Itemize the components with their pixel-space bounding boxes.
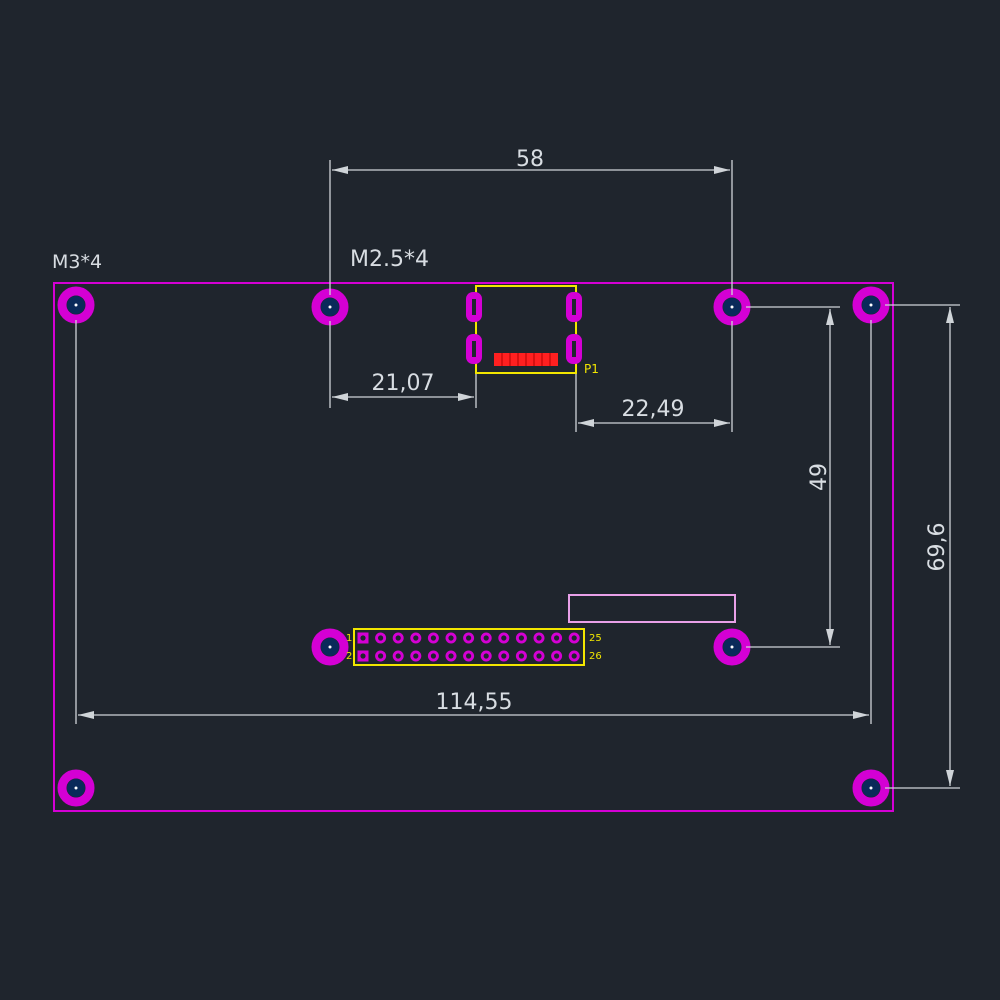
header-pin-hole [466,635,472,641]
board-outline [53,282,894,812]
dim-inner-height-value: 49 [807,463,832,491]
pin-label-1: 1 [346,633,352,644]
header-pin-hole [378,635,384,641]
header-pin-hole [501,653,507,659]
m25-label: M2.5*4 [350,247,429,272]
header-pin-hole [571,635,577,641]
m25-hole-top-left [311,288,349,326]
pin-label-26: 26 [589,651,602,662]
m25-hole-top-right [713,288,751,326]
header-pin-hole [430,653,436,659]
dim-outer-width-value: 114,55 [436,690,513,715]
m3-hole-top-left [57,286,95,324]
m25-hole-bottom-right [713,628,751,666]
header-pin-hole [501,635,507,641]
header-pin-hole [378,653,384,659]
dim-inner-height [746,306,840,648]
header-pin-hole [483,653,489,659]
header-pin-hole [518,653,525,659]
header-pin-hole [413,635,419,641]
m3-label: M3*4 [52,251,102,273]
header-pin-hole [360,653,366,659]
header-pin-hole [395,653,401,659]
pin-label-25: 25 [589,633,602,644]
header-pin-hole [518,635,525,641]
header-pin-hole [536,635,542,641]
m3-hole-bottom-left [57,769,95,807]
header-pin-hole [466,653,472,659]
header-pin-hole [395,635,401,641]
header-pin-hole [360,635,366,641]
header-pin-hole [483,635,489,641]
dim-right-offset-value: 22,49 [622,397,685,422]
m3-hole-bottom-right [852,769,890,807]
header-pin-hole [448,653,454,659]
pin-header [353,628,585,666]
header-pin-hole [571,653,577,659]
m25-hole-bottom-left [311,628,349,666]
dim-left-offset-value: 21,07 [372,371,435,396]
dim-outer-height [885,304,960,789]
header-pin-hole [413,653,419,659]
dim-outer-height-value: 69,6 [925,523,950,572]
header-pin-hole [536,653,542,659]
pin-label-2: 2 [346,651,352,662]
dim-outer-width [75,320,872,724]
header-pin-hole [430,635,436,641]
p1-label: P1 [584,362,599,376]
dim-left-offset [329,321,477,408]
header-pin-hole [448,635,454,641]
dim-right-offset [575,321,733,432]
p1-connector [466,285,582,374]
dim-top-span-value: 58 [516,147,544,172]
header-pin-hole [554,635,560,641]
m3-hole-top-right [852,286,890,324]
component-outline [568,594,736,623]
dim-top-span [329,160,733,295]
header-pin-hole [554,653,560,659]
